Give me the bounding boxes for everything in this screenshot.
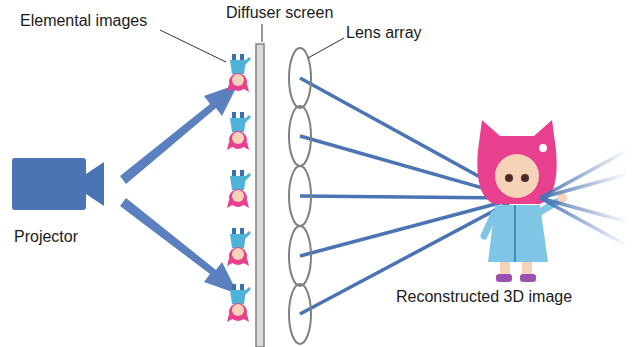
projector-icon: [12, 158, 104, 210]
part-label: Diffuser screen: [226, 4, 333, 22]
leader-lines: [160, 24, 344, 62]
projection-arrows: [120, 84, 238, 294]
elemental-images: [227, 54, 250, 322]
lens-array: [289, 48, 311, 344]
diverging-rays: [540, 150, 628, 246]
part-label: Reconstructed 3D image: [396, 288, 572, 306]
diffuser-screen: [256, 44, 264, 347]
part-label: Projector: [14, 228, 78, 246]
part-label: Lens array: [346, 24, 422, 42]
part-label: Elemental images: [20, 12, 147, 30]
